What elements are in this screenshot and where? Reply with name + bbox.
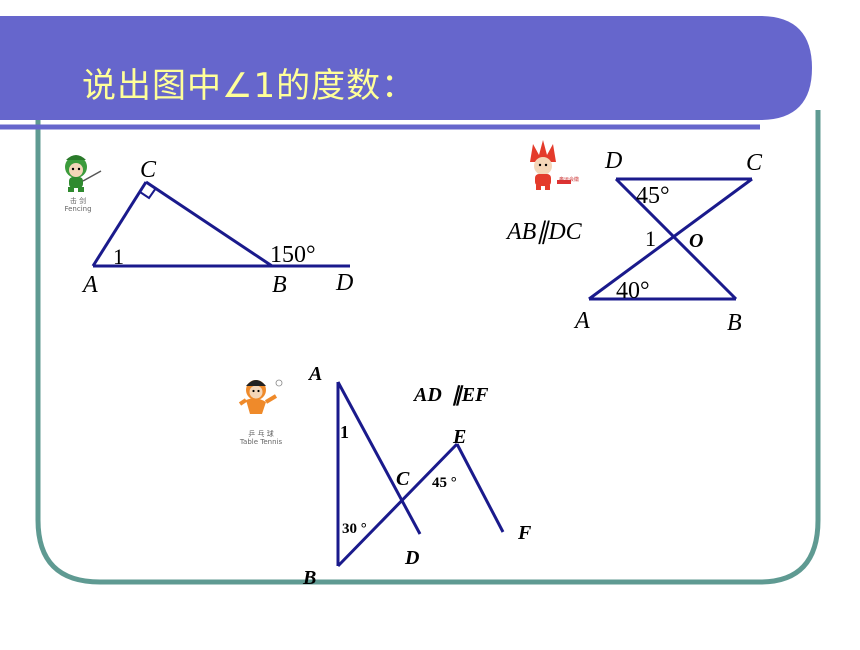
fig2-label-d: D bbox=[604, 148, 622, 174]
fig3-label-a: A bbox=[307, 363, 322, 385]
fig2-angle-45: 45° bbox=[636, 183, 670, 209]
fig1-angle-1: 1 bbox=[113, 244, 124, 269]
fig1-line-ac bbox=[91, 181, 148, 267]
fig2-angle-1: 1 bbox=[645, 226, 656, 251]
fig1-angle-150: 150° bbox=[270, 242, 316, 268]
fencing-mascot-image bbox=[65, 155, 102, 192]
title-banner bbox=[0, 16, 812, 120]
table-tennis-caption: 乒 乓 球 Table Tennis bbox=[239, 430, 283, 446]
slide-title: 说出图中∠1的度数： bbox=[82, 66, 417, 106]
figure3 bbox=[336, 381, 505, 568]
fig3-label-b: B bbox=[302, 567, 316, 589]
fig3-parallel: AD ∥EF bbox=[412, 384, 489, 406]
fig2-line-db bbox=[614, 177, 738, 301]
huanhuan-caption: 奥运会徽 bbox=[558, 177, 579, 183]
fencing-caption: 击 剑 Fencing bbox=[64, 197, 92, 213]
fig2-line-ca bbox=[588, 177, 753, 301]
fig3-line-ef bbox=[455, 443, 505, 533]
figure1 bbox=[91, 180, 350, 268]
figure2 bbox=[588, 177, 753, 301]
huanhuan-mascot-image bbox=[530, 140, 571, 190]
fig2-label-a: A bbox=[573, 308, 590, 334]
fig3-angle-1: 1 bbox=[340, 422, 349, 442]
fig1-label-d: D bbox=[335, 270, 353, 296]
jingjing-mascot-image bbox=[238, 379, 283, 414]
fig3-angle-30: 30 ° bbox=[342, 521, 367, 537]
fig1-label-c: C bbox=[140, 157, 157, 183]
fig2-angle-40: 40° bbox=[616, 278, 650, 304]
fig3-label-d: D bbox=[404, 547, 419, 569]
fig2-label-o: O bbox=[689, 230, 703, 252]
fig1-line-cb bbox=[145, 180, 273, 268]
fig3-label-f: F bbox=[517, 522, 532, 544]
fig2-label-c: C bbox=[746, 150, 763, 176]
fig3-angle-45: 45 ° bbox=[432, 475, 457, 491]
fig2-parallel: AB∥DC bbox=[505, 219, 583, 245]
fig3-label-c: C bbox=[396, 468, 410, 490]
fig3-line-ad bbox=[336, 381, 422, 535]
fig1-label-b: B bbox=[272, 272, 287, 298]
fig1-right-angle-mark bbox=[139, 187, 157, 200]
fig2-label-b: B bbox=[727, 310, 742, 336]
content-frame bbox=[35, 110, 821, 585]
fig3-label-e: E bbox=[452, 426, 466, 448]
fig3-line-be bbox=[336, 442, 459, 568]
fig1-label-a: A bbox=[81, 272, 98, 298]
